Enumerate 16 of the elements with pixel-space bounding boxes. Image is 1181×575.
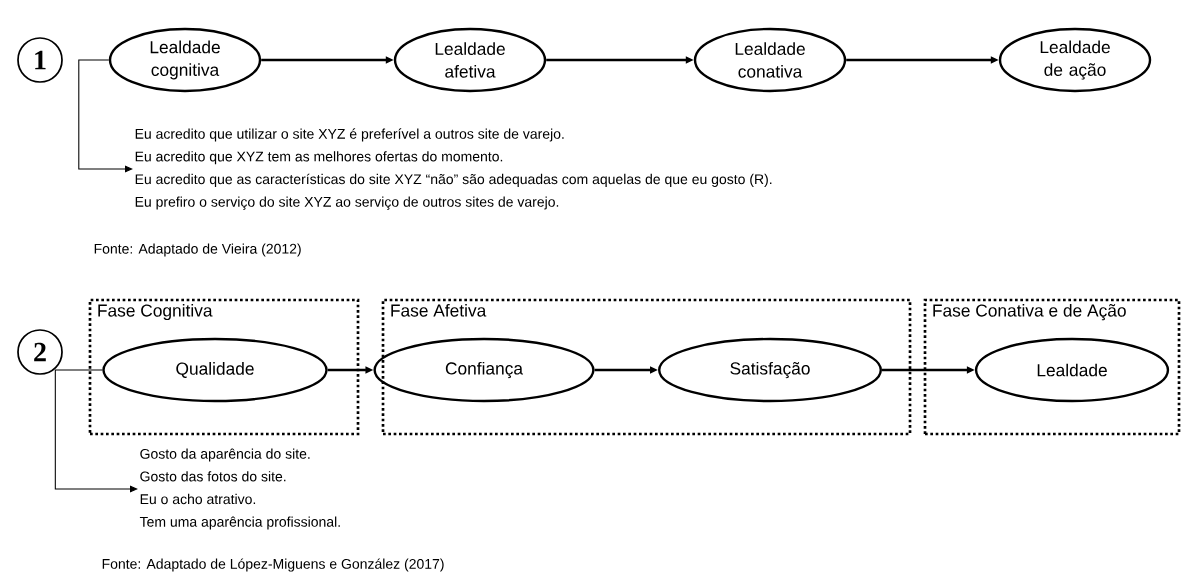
- ellipse-node: Lealdade cognitiva: [108, 27, 262, 93]
- ellipse-node: Lealdade de ação: [998, 27, 1152, 93]
- ellipse-node: Satisfação: [658, 337, 882, 403]
- source-note: Fonte: Adaptado de Vieira (2012): [94, 243, 301, 257]
- arrow: [54, 369, 138, 493]
- statement-list: Eu acredito que utilizar o site XYZ é preferível a outros site de varejo. Eu acredito que XYZ tem as melhores ofertas do momento. Eu acredito que as características do site XYZ “não” são adequadas com aquelas de que eu gosto (R). Eu prefiro o serviço do site XYZ ao serviço de outros sites de varejo.: [135, 128, 772, 210]
- circled-number: 2: [17, 329, 63, 375]
- ellipse-node: Lealdade conativa: [693, 27, 847, 93]
- ellipse-node: Qualidade: [102, 337, 328, 403]
- circled-number: 1: [17, 37, 63, 83]
- ellipse-node: Lealdade afetiva: [393, 27, 547, 93]
- ellipse-node: Lealdade: [974, 337, 1170, 403]
- statement-list: Gosto da aparência do site. Gosto das fotos do site. Eu o acho atrativo. Tem uma aparência profissional.: [139, 448, 340, 530]
- source-note: Fonte: Adaptado de López-Miguens e González (2017): [102, 558, 444, 572]
- ellipse-node: Confiança: [373, 337, 595, 403]
- arrow: [78, 59, 133, 173]
